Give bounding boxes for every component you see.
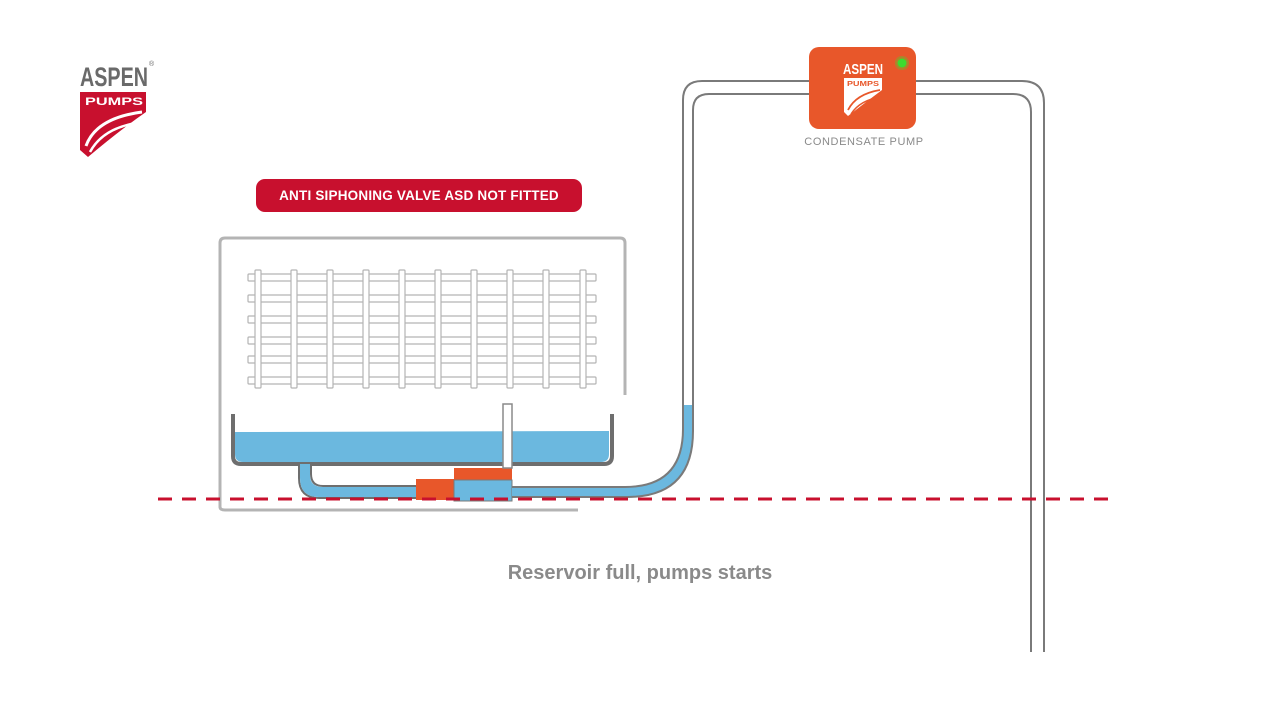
reservoir-motor	[416, 479, 454, 500]
heat-exchanger-coil	[247, 269, 597, 389]
logo-brand-subname: PUMPS	[85, 96, 143, 108]
status-caption: Reservoir full, pumps starts	[507, 562, 773, 584]
logo-registered-mark: ®	[149, 60, 155, 68]
aspen-logo: ASPEN ® PUMPS	[80, 60, 155, 157]
pump-brand-name: ASPEN	[843, 61, 883, 78]
discharge-pipe	[512, 80, 1045, 652]
status-led-icon	[897, 58, 907, 68]
pump-reservoir	[416, 403, 513, 502]
pump-logo-shield	[844, 78, 882, 116]
drain-hose	[298, 463, 416, 499]
pump-brand-subname: PUMPS	[847, 81, 879, 88]
logo-brand-name: ASPEN	[80, 62, 148, 92]
logo-red-shield	[80, 92, 146, 157]
condensate-pump: ASPEN PUMPS	[809, 47, 916, 129]
unit-casing	[218, 236, 627, 512]
reservoir-lid	[454, 468, 512, 480]
warning-banner: ANTI SIPHONING VALVE ASD NOT FITTED	[256, 179, 582, 212]
drain-tray-water	[235, 431, 609, 462]
float-sensor-tube	[502, 403, 513, 469]
indoor-unit	[218, 236, 627, 512]
drain-tray	[231, 414, 614, 466]
condensate-pump-label: CONDENSATE PUMP	[804, 136, 924, 148]
logo-swoosh-icon	[84, 110, 143, 147]
